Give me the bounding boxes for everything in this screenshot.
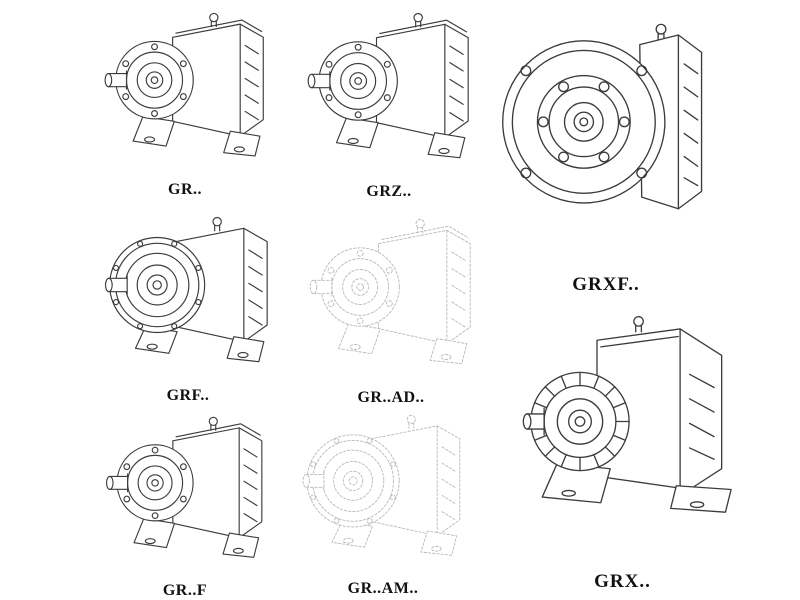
- catalog-item-gr: GR..: [90, 6, 280, 199]
- gearbox-label-grf: GRF..: [166, 387, 210, 404]
- gearbox-label-grz: GRZ..: [366, 183, 412, 200]
- gearbox-drawing-gram: [290, 408, 476, 578]
- catalog-item-grx: GRX..: [495, 308, 750, 593]
- gearbox-drawing-grad: [295, 212, 487, 387]
- gearbox-drawing-grf: [92, 210, 284, 385]
- gearbox-label-grff: GR..F: [162, 582, 208, 599]
- catalog-item-gram: GR..AM..: [290, 408, 476, 598]
- gearbox-label-gram: GR..AM..: [347, 580, 419, 597]
- gearbox-drawing-gr: [90, 6, 280, 179]
- gearbox-drawing-grxf: [495, 2, 717, 234]
- catalog-item-grxf: GRXF..: [495, 2, 717, 296]
- gearbox-label-grx: GRX..: [594, 571, 651, 592]
- catalog-item-grz: GRZ..: [293, 6, 485, 201]
- gearbox-drawing-grz: [293, 6, 485, 181]
- gearbox-drawing-grx: [495, 308, 750, 535]
- gearbox-label-gr: GR..: [168, 181, 202, 198]
- catalog-item-grf: GRF..: [92, 210, 284, 405]
- gearbox-label-grad: GR..AD..: [357, 389, 425, 406]
- catalog-item-grad: GR..AD..: [295, 212, 487, 407]
- gearbox-label-grxf: GRXF..: [572, 274, 640, 295]
- gearbox-drawing-grff: [92, 410, 278, 580]
- catalog-item-grff: GR..F: [92, 410, 278, 600]
